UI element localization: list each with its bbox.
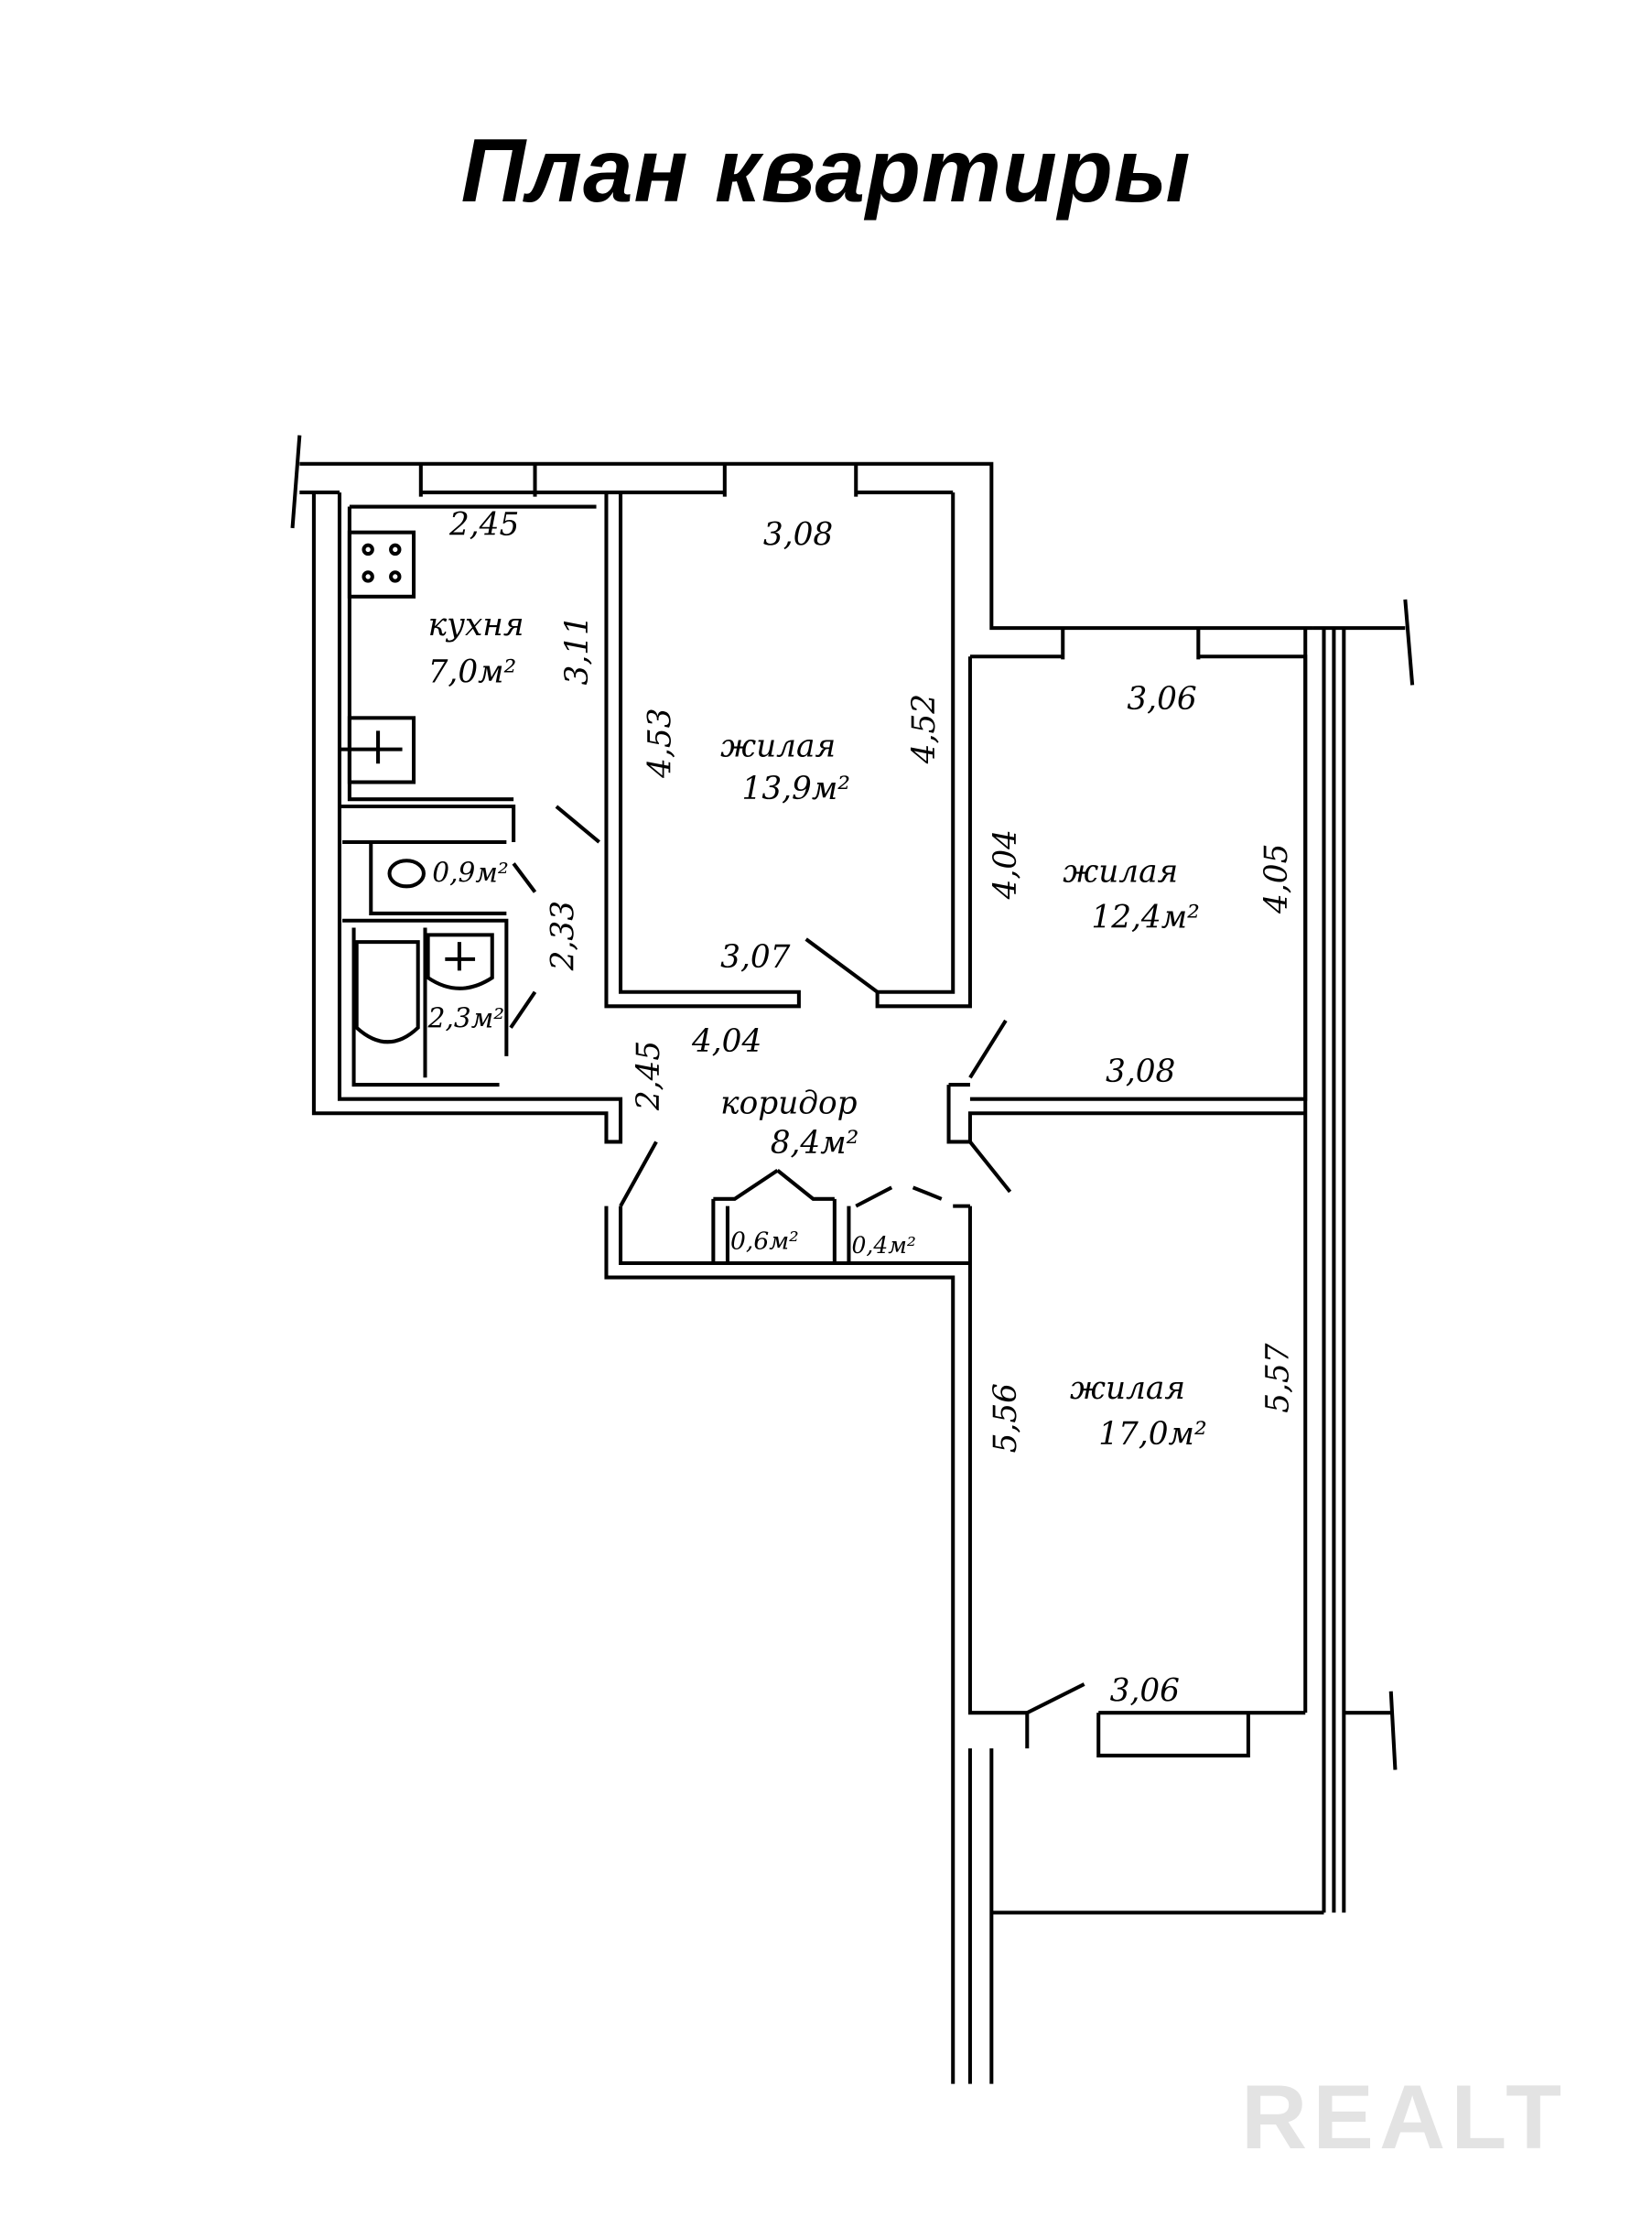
door-swing <box>509 862 537 1029</box>
kitchen-depth: 3,11 <box>559 615 596 685</box>
sink-icon <box>426 933 494 990</box>
page-title: План квартиры <box>460 120 1192 221</box>
bathroom-depth: 2,33 <box>545 901 582 971</box>
bathroom-area: 2,3м² <box>427 1003 504 1034</box>
closet2-area: 0,4м² <box>852 1232 916 1259</box>
room1-width-top: 3,08 <box>763 517 833 554</box>
door-swing <box>804 937 879 994</box>
room1-area: 13,9м² <box>742 771 850 807</box>
door-swing <box>619 1141 658 1207</box>
watermark-logo: REALT <box>1241 2067 1567 2168</box>
closet1-area: 0,6м² <box>730 1227 799 1255</box>
room2-name: жилая <box>1063 854 1178 891</box>
bathtub-icon <box>354 940 420 1044</box>
room3-area: 17,0м² <box>1098 1416 1206 1453</box>
kitchen-area: 7,0м² <box>428 654 517 690</box>
room1-depth-left: 4,53 <box>642 708 679 778</box>
corridor-area: 8,4м² <box>771 1125 859 1162</box>
room1-name: жилая <box>720 728 836 764</box>
room2-area: 12,4м² <box>1091 900 1199 936</box>
room1-depth-right: 4,52 <box>906 694 943 764</box>
room2-depth-left: 4,04 <box>988 829 1024 900</box>
window <box>418 463 858 497</box>
room3-depth-left: 5,56 <box>988 1383 1024 1453</box>
walls <box>290 435 1415 2084</box>
room2-width-bottom: 3,08 <box>1106 1054 1175 1090</box>
room3-name: жилая <box>1070 1370 1185 1407</box>
room2-depth-right: 4,05 <box>1258 844 1295 914</box>
toilet-icon <box>387 859 426 889</box>
door-swing <box>555 805 600 844</box>
room3-depth-right: 5,57 <box>1260 1343 1297 1413</box>
kitchen-name: кухня <box>428 607 524 643</box>
corridor-depth: 2,45 <box>631 1041 667 1111</box>
room3-width-bottom: 3,06 <box>1110 1673 1180 1710</box>
toilet-area: 0,9м² <box>432 858 508 889</box>
corridor-name: коридор <box>720 1085 857 1121</box>
kitchen-width: 2,45 <box>448 507 519 544</box>
door-swing <box>1026 1682 1085 1714</box>
corridor-width: 4,04 <box>691 1023 761 1060</box>
stove-icon <box>347 530 416 599</box>
labels: 2,45 кухня 7,0м² 3,11 3,08 жилая 13,9м² … <box>427 507 1297 1710</box>
room1-width-bottom: 3,07 <box>720 939 791 976</box>
door-swing <box>968 1019 1012 1194</box>
room2-width-top: 3,06 <box>1127 681 1196 718</box>
